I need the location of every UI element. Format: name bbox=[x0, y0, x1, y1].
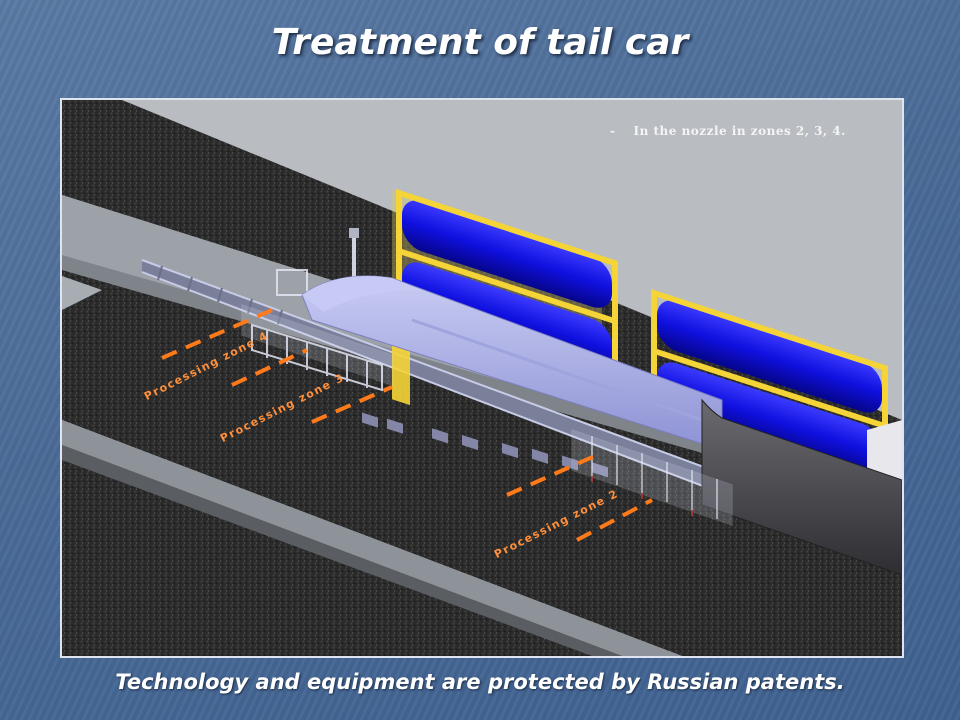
slide-title: Treatment of tail car bbox=[271, 22, 689, 63]
train-lead-car bbox=[301, 275, 723, 478]
diagram-frame: -In the nozzle in zones 2, 3, 4. Process… bbox=[60, 98, 904, 658]
tail-car bbox=[701, 398, 902, 576]
processing-gantry-rear bbox=[251, 269, 383, 392]
note-bullet: - bbox=[610, 124, 616, 138]
note-text: In the nozzle in zones 2, 3, 4. bbox=[633, 124, 846, 138]
diagram-note: - In the nozzle in zones 2, 3, 4. bbox=[610, 124, 846, 138]
rail-station-3d-render bbox=[62, 100, 902, 656]
patent-footer: Technology and equipment are protected b… bbox=[115, 670, 845, 694]
zone-markers bbox=[161, 308, 653, 542]
